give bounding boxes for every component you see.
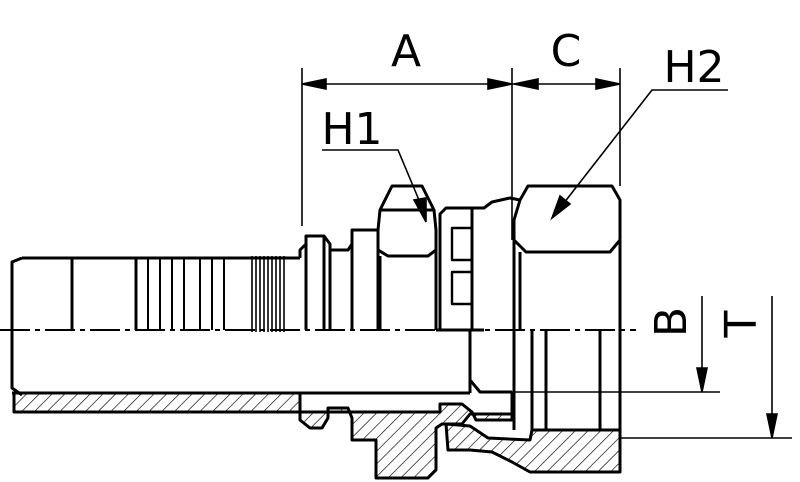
thread-body-outline	[436, 196, 521, 332]
label-h1: H1	[321, 104, 382, 155]
label-h2: H2	[663, 42, 724, 93]
dimension-lines	[301, 68, 792, 439]
serration-lines	[147, 258, 225, 330]
fitting-outline	[10, 184, 622, 472]
nipple-section	[12, 391, 514, 480]
h1-leader	[322, 149, 425, 213]
label-t: T	[716, 310, 767, 338]
h2-leader	[559, 89, 728, 209]
hex-h2-outline	[512, 184, 622, 472]
nut-section	[444, 422, 622, 474]
section-hatching	[12, 391, 622, 480]
label-b: B	[646, 307, 697, 337]
label-a: A	[391, 26, 421, 77]
label-c: C	[551, 26, 582, 77]
collar-outline	[298, 228, 380, 330]
knurl-band	[251, 256, 285, 332]
hex-h1-outline	[376, 184, 438, 330]
